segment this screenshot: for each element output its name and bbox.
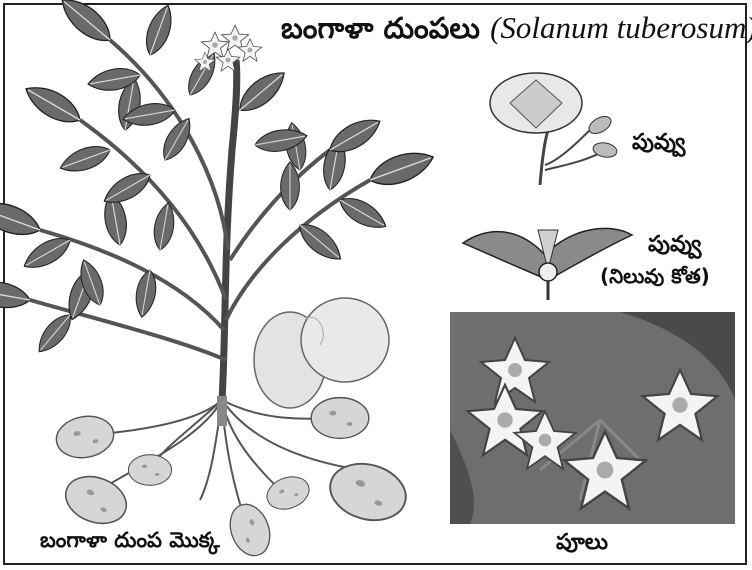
title-telugu: బంగాళా దుంపలు <box>281 11 480 45</box>
title-scientific-name: (Solanum tuberosum) <box>490 10 752 45</box>
diagram-title: బంగాళా దుంపలు (Solanum tuberosum) <box>281 10 752 53</box>
potato-plant <box>0 0 438 561</box>
flower-illustration <box>490 73 618 185</box>
label-flower-section-line2: (నిలువు కోత) <box>600 264 710 293</box>
flowers-photo <box>450 312 735 524</box>
label-flower-section-line1: పువ్వు <box>648 232 701 262</box>
label-flowers-photo: పూలు <box>556 530 608 560</box>
label-potato-plant: బంగాళా దుంప మొక్క <box>40 528 220 558</box>
label-flower: పువ్వు <box>632 130 685 160</box>
